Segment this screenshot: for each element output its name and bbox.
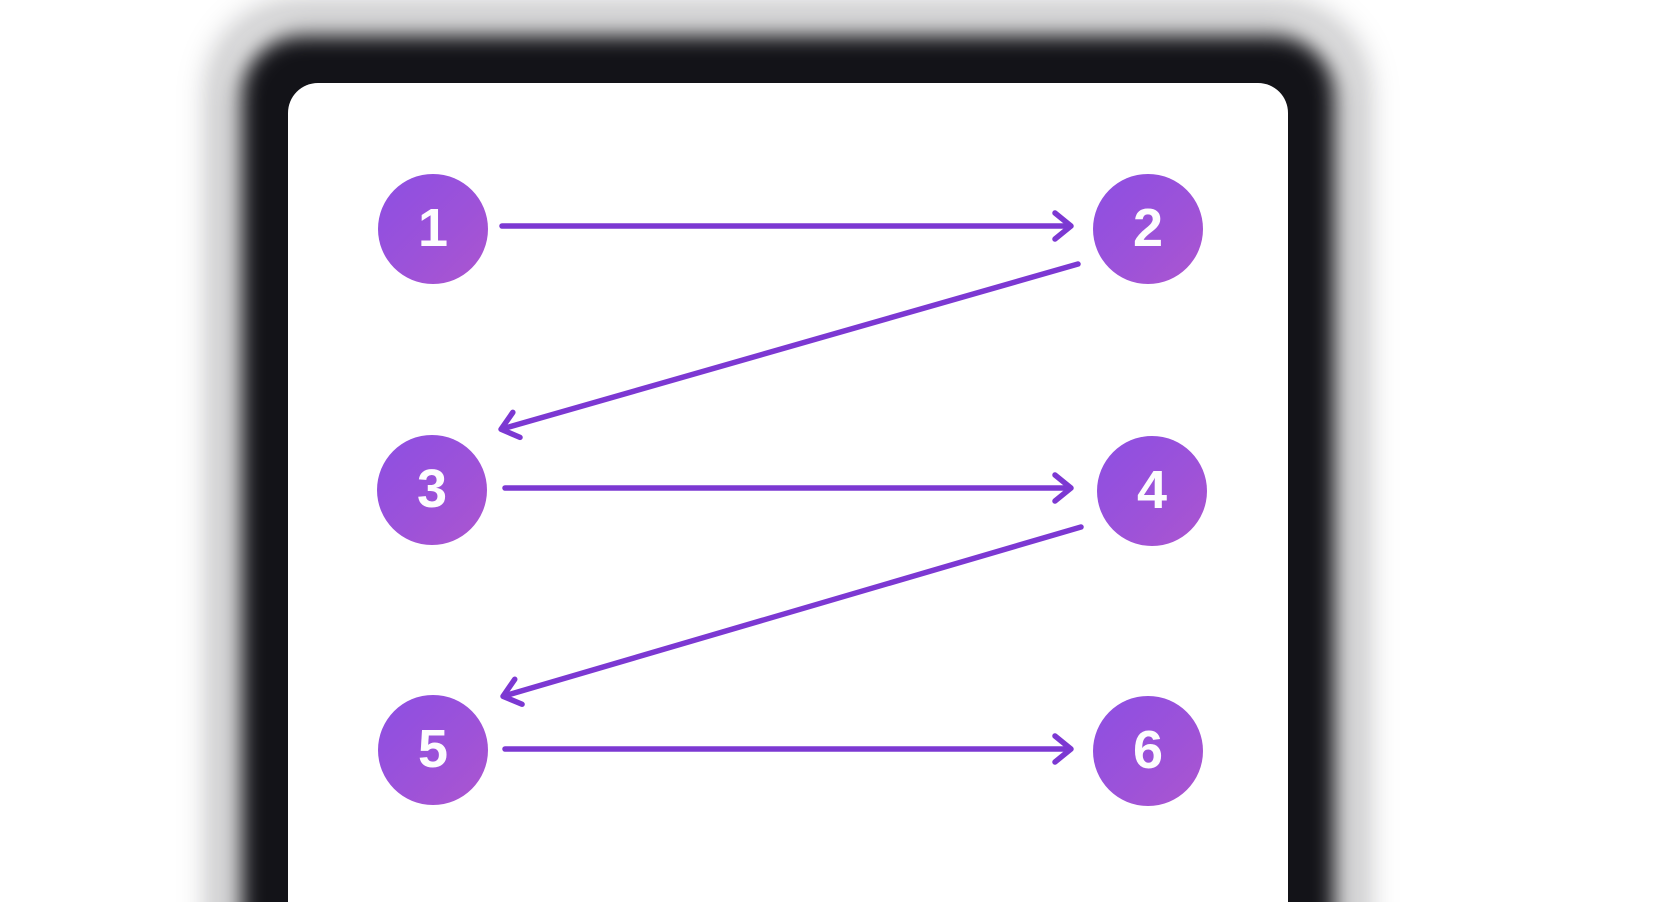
flow-node-3: 3 [377, 435, 487, 545]
flow-node-1-label: 1 [417, 198, 449, 258]
flow-node-6-label: 6 [1132, 720, 1164, 780]
flow-node-1: 1 [378, 174, 488, 284]
flow-node-5-label: 5 [417, 719, 449, 779]
flow-node-4-label: 4 [1136, 460, 1168, 520]
flow-node-5: 5 [378, 695, 488, 805]
flow-node-6: 6 [1093, 696, 1203, 806]
flow-node-2: 2 [1093, 174, 1203, 284]
flow-node-2-label: 2 [1132, 198, 1164, 258]
flow-node-4: 4 [1097, 436, 1207, 546]
flow-node-3-label: 3 [416, 459, 448, 519]
